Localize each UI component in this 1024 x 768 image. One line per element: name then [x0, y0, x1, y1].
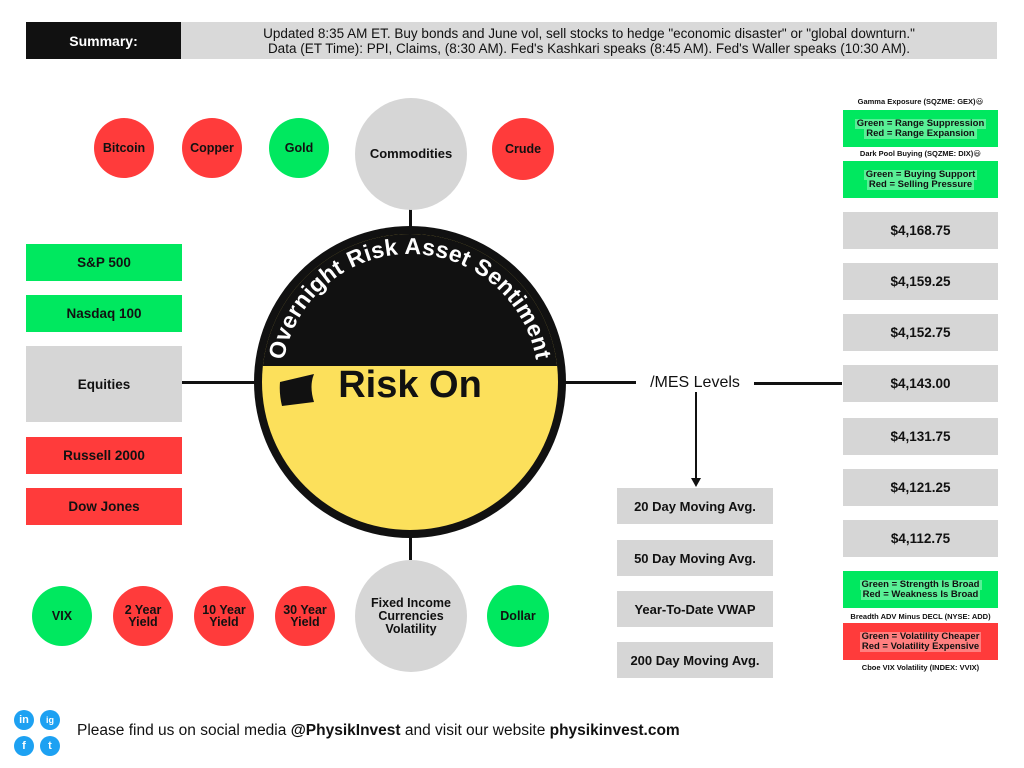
- linkedin-icon[interactable]: in: [14, 710, 34, 730]
- equities-hub: Equities: [26, 346, 182, 422]
- commodities-hub: Commodities: [355, 98, 467, 210]
- mes-level-1: $4,168.75: [843, 212, 998, 249]
- connector-fixed-income: [409, 536, 412, 560]
- nasdaq100-tag: Nasdaq 100: [26, 295, 182, 332]
- vix-label: VIX: [51, 609, 73, 623]
- copper-circle: Copper: [182, 118, 242, 178]
- breadth-legend-title: Breadth ADV Minus DECL (NYSE: ADD): [850, 612, 991, 621]
- connector-equities: [182, 381, 256, 384]
- vix-circle: VIX: [32, 586, 92, 646]
- bitcoin-circle: Bitcoin: [94, 118, 154, 178]
- vvix-legend-line2: Red = Volatility Expensive: [859, 640, 982, 652]
- summary-line-2: Data (ET Time): PPI, Claims, (8:30 AM). …: [267, 40, 911, 56]
- ytd-vwap: Year-To-Date VWAP: [617, 591, 773, 627]
- bitcoin-label: Bitcoin: [102, 141, 146, 155]
- summary-line-1: Updated 8:35 AM ET. Buy bonds and June v…: [263, 25, 915, 41]
- fixed-income-hub: Fixed Income Currencies Volatility: [355, 560, 467, 672]
- 30y-yield-line2: Yield: [290, 615, 320, 629]
- vvix-legend-title: Cboe VIX Volatility (INDEX: VVIX): [861, 663, 980, 672]
- mes-level-3: $4,152.75: [843, 314, 998, 351]
- breadth-legend-line1: Green = Strength Is Broad: [859, 578, 982, 590]
- dix-legend-line2: Red = Selling Pressure: [866, 178, 975, 190]
- fixed-income-hub-line3: Volatility: [385, 621, 437, 636]
- ma-20-day: 20 Day Moving Avg.: [617, 488, 773, 524]
- equities-hub-label: Equities: [77, 376, 131, 392]
- summary-text: Updated 8:35 AM ET. Buy bonds and June v…: [181, 22, 997, 59]
- connector-commodities: [409, 208, 412, 230]
- gex-legend-line2: Red = Range Expansion: [864, 127, 977, 139]
- connector-mes: [564, 381, 636, 384]
- ma-200-day: 200 Day Moving Avg.: [617, 642, 773, 678]
- footer-middle: and visit our website: [400, 722, 550, 739]
- crude-circle: Crude: [492, 118, 554, 180]
- footer-text: Please find us on social media @PhysikIn…: [77, 722, 680, 740]
- sp500-label: S&P 500: [77, 255, 131, 270]
- 10y-yield-line2: Yield: [209, 615, 239, 629]
- dowjones-label: Dow Jones: [68, 499, 140, 514]
- vvix-legend-line1: Green = Volatility Cheaper: [859, 630, 982, 642]
- breadth-legend-line2: Red = Weakness Is Broad: [860, 588, 981, 600]
- breadth-legend: Green = Strength Is Broad Red = Weakness…: [843, 571, 998, 608]
- ma-50-day: 50 Day Moving Avg.: [617, 540, 773, 576]
- gex-legend-line1: Green = Range Suppression: [854, 117, 987, 129]
- 30y-yield-line1: 30 Year: [283, 603, 327, 617]
- dix-legend-line1: Green = Buying Support: [863, 168, 978, 180]
- dix-legend: Green = Buying Support Red = Selling Pre…: [843, 161, 998, 198]
- sp500-tag: S&P 500: [26, 244, 182, 281]
- arc-title-svg: Overnight Risk Asset Sentiment: [263, 233, 557, 406]
- mes-level-7: $4,112.75: [843, 520, 998, 557]
- gold-circle: Gold: [269, 118, 329, 178]
- 10y-yield-circle: 10 Year Yield: [194, 586, 254, 646]
- mes-levels-label: /MES Levels: [650, 374, 740, 391]
- dowjones-tag: Dow Jones: [26, 488, 182, 525]
- facebook-icon[interactable]: f: [14, 736, 34, 756]
- footer-website[interactable]: physikinvest.com: [549, 722, 680, 739]
- dollar-circle: Dollar: [487, 585, 549, 647]
- footer-handle[interactable]: @PhysikInvest: [290, 722, 401, 739]
- footer-prefix: Please find us on social media: [77, 722, 291, 739]
- mes-level-5: $4,131.75: [843, 418, 998, 455]
- sentiment-value: Risk On: [338, 363, 482, 406]
- russell2000-tag: Russell 2000: [26, 437, 182, 474]
- arc-title: Overnight Risk Asset Sentiment: [263, 233, 557, 362]
- arrow-head: [691, 478, 701, 487]
- russell2000-label: Russell 2000: [63, 448, 145, 463]
- connector-mes-levels: [754, 382, 842, 385]
- gex-legend-title: Gamma Exposure (SQZME: GEX)😃: [857, 97, 984, 106]
- copper-label: Copper: [190, 141, 234, 155]
- gold-label: Gold: [284, 141, 314, 155]
- 2y-yield-line1: 2 Year: [124, 603, 162, 617]
- nasdaq100-label: Nasdaq 100: [66, 306, 142, 321]
- summary-label: Summary:: [26, 22, 181, 59]
- instagram-icon[interactable]: ig: [40, 710, 60, 730]
- crude-label: Crude: [504, 142, 542, 156]
- 10y-yield-line1: 10 Year: [202, 603, 246, 617]
- mes-level-2: $4,159.25: [843, 263, 998, 300]
- 2y-yield-circle: 2 Year Yield: [113, 586, 173, 646]
- twitter-icon[interactable]: t: [40, 736, 60, 756]
- 2y-yield-line2: Yield: [128, 615, 158, 629]
- mes-level-6: $4,121.25: [843, 469, 998, 506]
- dollar-label: Dollar: [500, 609, 536, 623]
- vvix-legend: Green = Volatility Cheaper Red = Volatil…: [843, 623, 998, 660]
- fixed-income-hub-line1: Fixed Income: [371, 595, 451, 610]
- arrow-line: [695, 392, 697, 478]
- 30y-yield-circle: 30 Year Yield: [275, 586, 335, 646]
- fixed-income-hub-line2: Currencies: [378, 608, 444, 623]
- commodities-hub-label: Commodities: [369, 146, 453, 161]
- gex-legend: Green = Range Suppression Red = Range Ex…: [843, 110, 998, 147]
- dix-legend-title: Dark Pool Buying (SQZME: DIX)😃: [859, 149, 982, 158]
- mes-level-4-current: $4,143.00: [843, 365, 998, 402]
